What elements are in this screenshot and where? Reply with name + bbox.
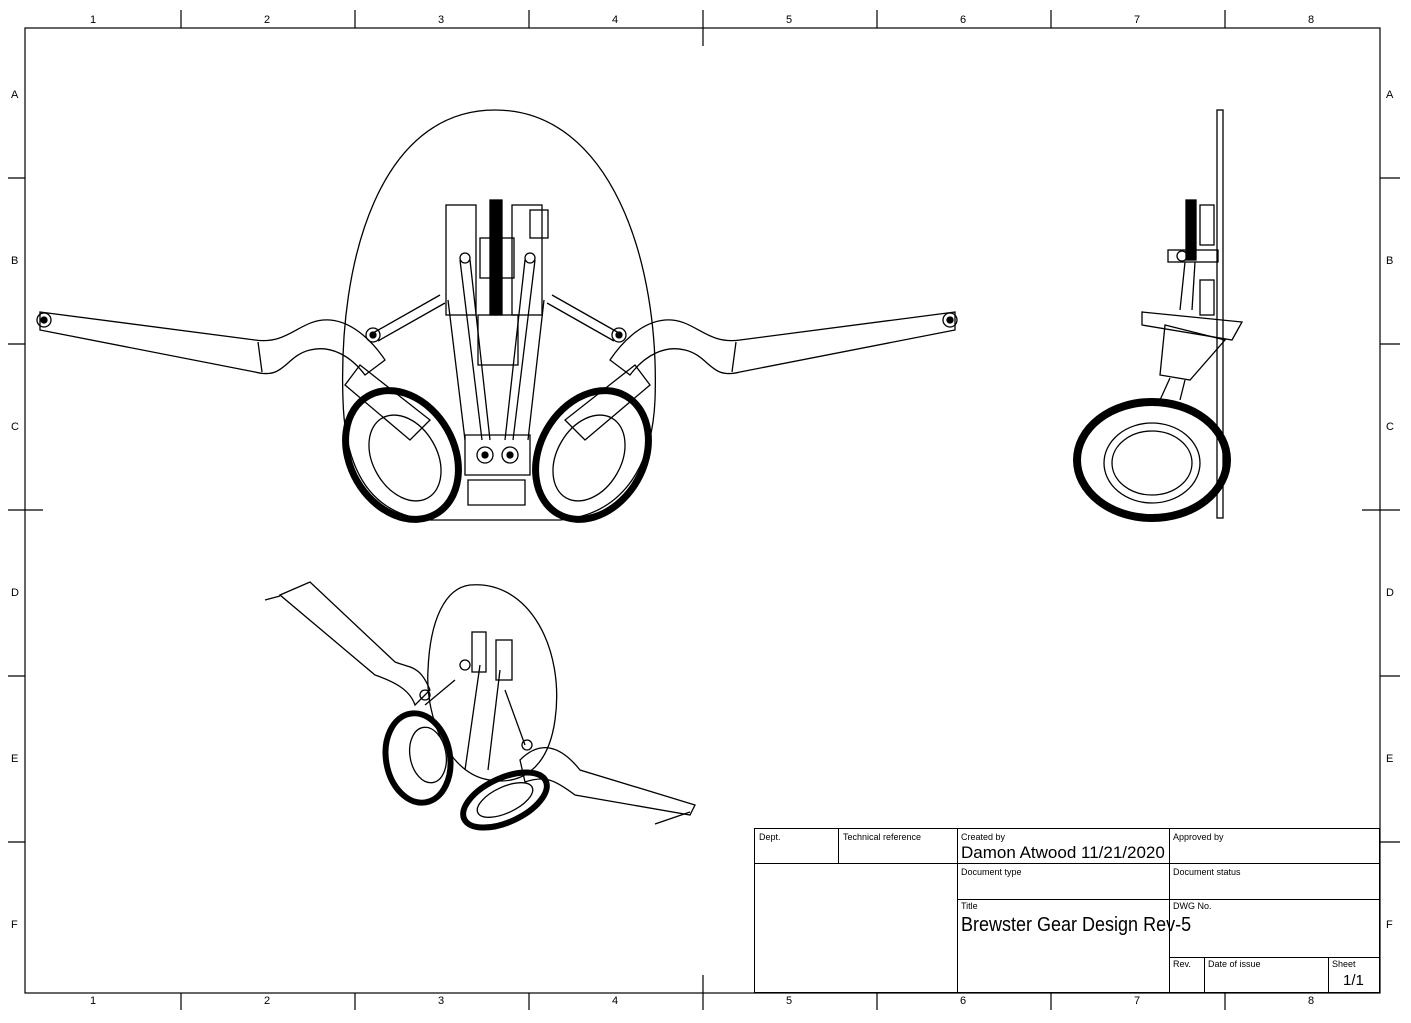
technical-reference-label: Technical reference [843,832,922,842]
column-label: 5 [786,14,793,26]
title-label: Title [961,901,978,911]
column-label: 8 [1308,14,1315,26]
front-view [36,109,958,523]
document-status-label: Document status [1173,867,1241,877]
row-label: C [11,421,19,433]
row-label: E [1386,753,1394,765]
column-label: 1 [90,995,97,1007]
sheet-cell: Sheet 1/1 [1328,957,1380,993]
isometric-view [264,581,696,831]
date-of-issue-label: Date of issue [1208,959,1261,969]
title-block: Dept. Technical reference Created by Dam… [754,828,1380,993]
row-label: D [1386,587,1394,599]
created-by-cell: Created by Damon Atwood 11/21/2020 [957,828,1169,863]
dwg-no-cell: DWG No. [1169,899,1380,957]
row-label: B [1386,255,1394,267]
dwg-no-label: DWG No. [1173,901,1212,911]
dept-cell: Dept. [754,828,838,863]
document-type-cell: Document type [957,863,1169,899]
created-by-label: Created by [961,832,1006,842]
sheet-value: 1/1 [1343,972,1364,989]
row-label: F [11,919,18,931]
side-view [1073,109,1244,522]
column-label: 4 [612,995,619,1007]
row-label: B [11,255,19,267]
column-label: 1 [90,14,97,26]
approved-by-label: Approved by [1173,832,1224,842]
dept-label: Dept. [759,832,781,842]
technical-reference-cell: Technical reference [838,828,957,863]
row-label: E [11,753,19,765]
column-label: 4 [612,14,619,26]
blank-cell [754,863,957,993]
column-label: 3 [438,14,445,26]
column-label: 7 [1134,995,1141,1007]
column-label: 7 [1134,14,1141,26]
column-label: 3 [438,995,445,1007]
row-label: A [11,89,19,101]
column-label: 6 [960,14,967,26]
column-label: 2 [264,14,271,26]
row-label: A [1386,89,1394,101]
column-label: 2 [264,995,271,1007]
approved-by-cell: Approved by [1169,828,1380,863]
row-label: D [11,587,19,599]
sheet-label: Sheet [1332,959,1356,969]
created-by-value: Damon Atwood 11/21/2020 [961,843,1165,862]
row-label: C [1386,421,1394,433]
column-label: 8 [1308,995,1315,1007]
title-cell: Title Brewster Gear Design Rev-5 [957,899,1191,993]
column-label: 5 [786,995,793,1007]
document-type-label: Document type [961,867,1022,877]
row-label: F [1386,919,1393,931]
document-status-cell: Document status [1169,863,1380,899]
date-of-issue-cell: Date of issue [1204,957,1328,993]
drawing-title: Brewster Gear Design Rev-5 [961,914,1192,936]
rev-cell: Rev. [1169,957,1204,993]
column-label: 6 [960,995,967,1007]
rev-label: Rev. [1173,959,1191,969]
